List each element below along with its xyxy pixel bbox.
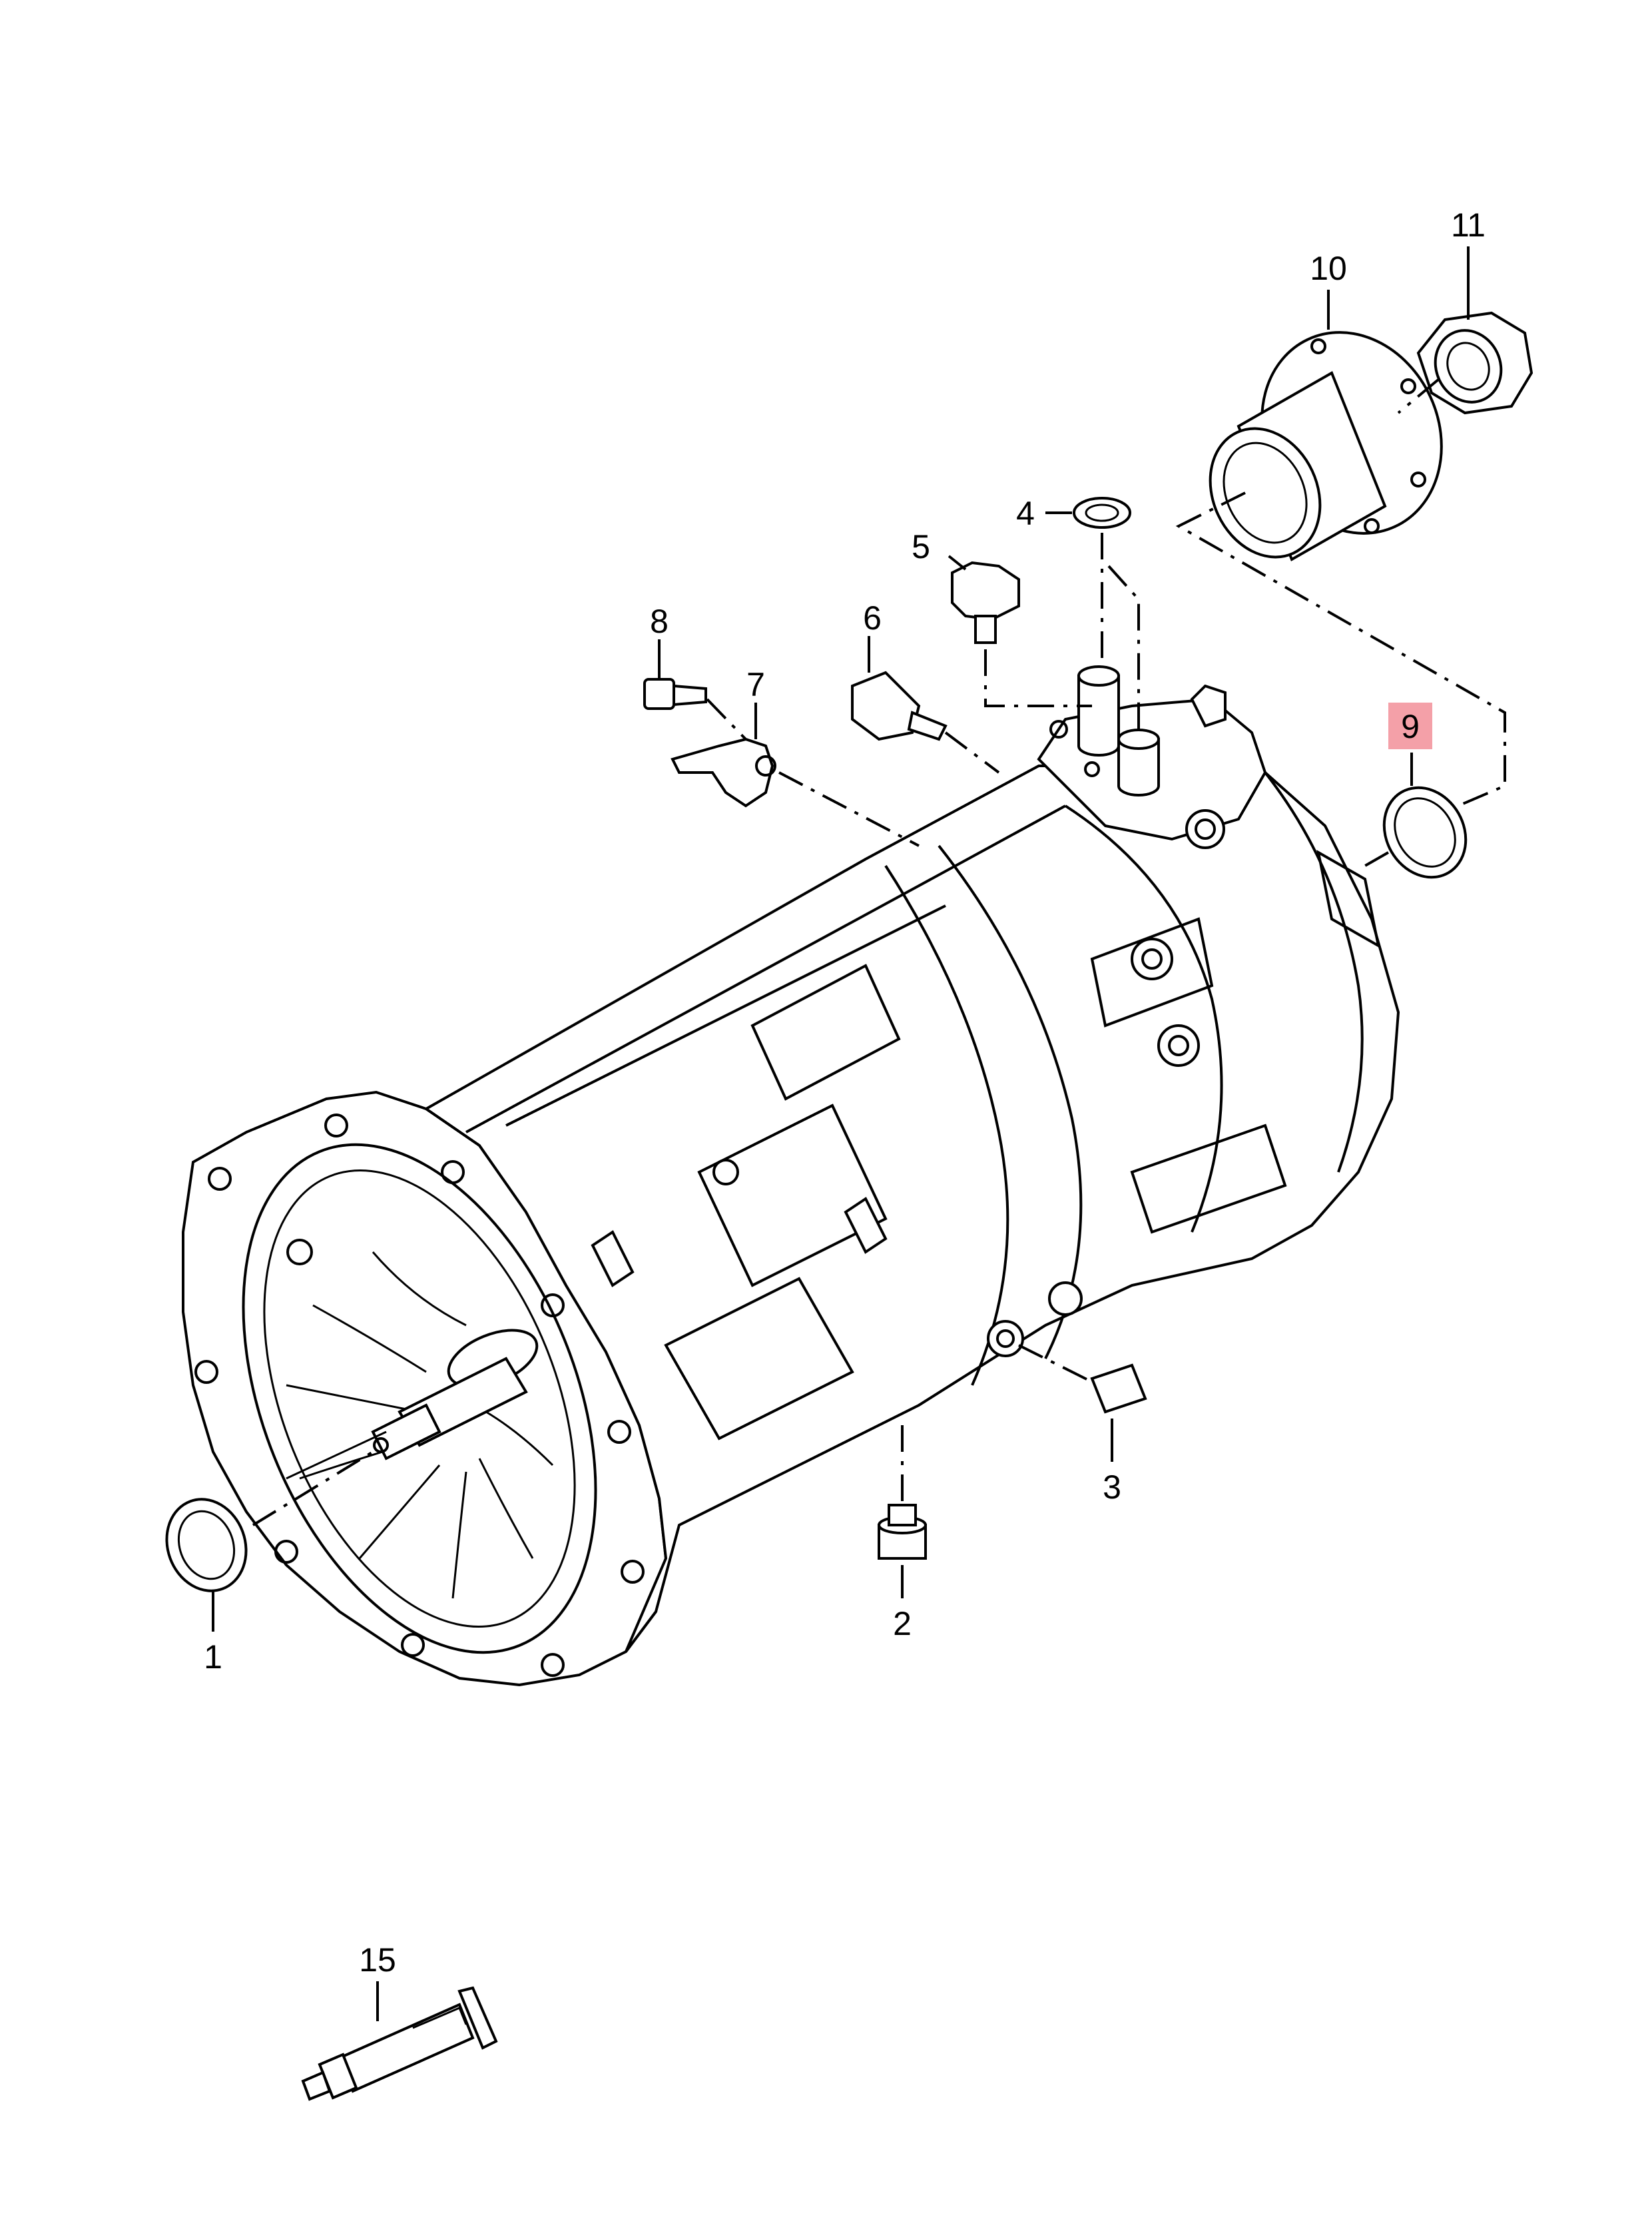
part-1-oil-seal <box>165 1450 374 1592</box>
part-2-drain-plug <box>878 1425 927 1560</box>
callout-6[interactable]: 6 <box>863 599 882 637</box>
flange-bolt-holes <box>194 1114 645 1677</box>
transmission-housing <box>182 665 1400 1687</box>
callout-leaders <box>212 246 1470 2021</box>
callout-10[interactable]: 10 <box>1310 250 1347 287</box>
part-9-oil-seal <box>1364 786 1468 879</box>
callout-8[interactable]: 8 <box>650 603 669 640</box>
callout-3[interactable]: 3 <box>1103 1468 1121 1506</box>
callout-7[interactable]: 7 <box>746 666 765 703</box>
callout-9[interactable]: 9 <box>1401 708 1420 745</box>
part-5-breather-cap <box>951 561 1092 707</box>
callout-11[interactable]: 11 <box>1451 206 1486 244</box>
callout-labels: 1 2 3 4 5 6 7 8 9 10 11 15 <box>204 206 1486 1979</box>
part-3-fill-plug <box>1018 1344 1147 1414</box>
callout-1[interactable]: 1 <box>204 1638 222 1676</box>
part-15-sealant-tube <box>301 1986 498 2101</box>
callout-15[interactable]: 15 <box>359 1941 396 1979</box>
part-8-bolt <box>643 678 747 741</box>
callout-5[interactable]: 5 <box>912 528 930 565</box>
part-10-flange <box>1209 331 1443 561</box>
callout-9-highlight <box>1388 703 1432 749</box>
assembly-line-10-9 <box>1175 491 1506 807</box>
part-7-speed-sensor <box>671 737 920 847</box>
part-6-pressure-switch <box>851 671 1000 774</box>
part-4-seal-washer <box>1073 497 1140 733</box>
input-shaft <box>286 1329 539 1480</box>
callout-2[interactable]: 2 <box>893 1605 912 1642</box>
callout-4[interactable]: 4 <box>1016 495 1035 532</box>
part-11-flange-nut <box>1397 311 1533 415</box>
